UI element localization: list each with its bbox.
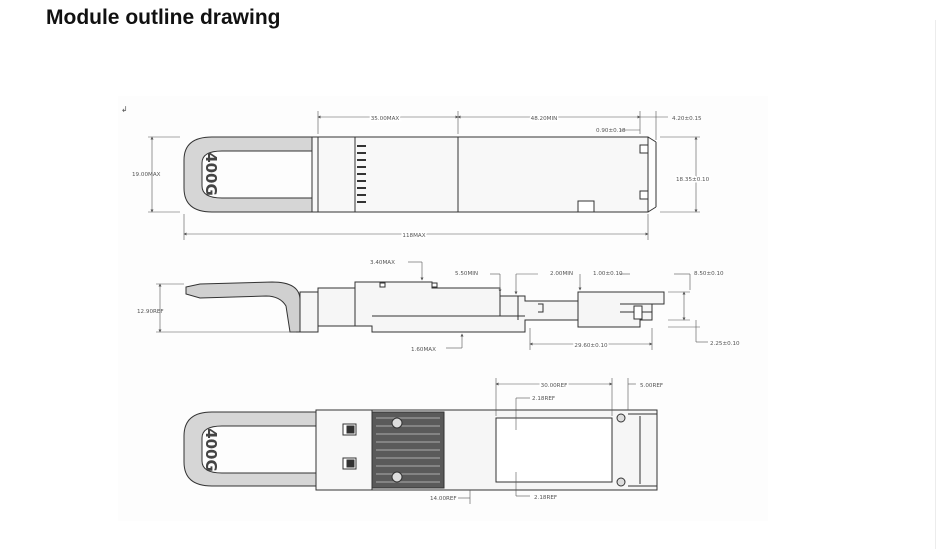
dim-29-60: 29.60±0.10 (574, 343, 608, 349)
side-view-housing (299, 281, 665, 333)
dim-1-60-max: 1.60MAX (411, 347, 436, 353)
top-view (183, 136, 657, 213)
top-view-slats (357, 145, 366, 203)
dim-35-max: 35.00MAX (371, 116, 400, 122)
dim-2-25: 2.25±0.10 (710, 341, 740, 347)
dim-14-ref: 14.00REF (430, 496, 457, 502)
bottom-view (183, 409, 658, 491)
side-view-pull-tab (185, 281, 301, 333)
dim-0-90: 0.90±0.18 (596, 128, 626, 134)
top-view-body (311, 136, 649, 213)
top-view-dimensions (148, 111, 700, 240)
side-view-dimensions (156, 261, 708, 350)
dim-3-40-max: 3.40MAX (370, 260, 395, 266)
dim-2-00-min: 2.00MIN (550, 271, 573, 277)
bottom-view-label-area (495, 417, 613, 483)
bottom-view-connector (315, 409, 373, 491)
side-view (185, 281, 665, 333)
paragraph-marker: ↲ (121, 105, 128, 114)
dim-30-ref: 30.00REF (541, 383, 568, 389)
dim-48-20-min: 48.20MIN (531, 116, 558, 122)
bottom-view-dimensions (458, 378, 636, 504)
dim-18-35: 18.35±0.10 (676, 177, 710, 183)
page-edge-rule (935, 20, 936, 549)
dim-12-90-ref: 12.90REF (137, 309, 164, 315)
page-title: Module outline drawing (46, 6, 281, 29)
dim-1-00: 1.00±0.10 (593, 271, 623, 277)
dim-4-20: 4.20±0.15 (672, 116, 702, 122)
dim-19-max: 19.00MAX (132, 172, 161, 178)
bottom-view-logo: 400G (202, 428, 220, 472)
dim-8-50: 8.50±0.10 (694, 271, 724, 277)
dim-2-18-ref-bottom: 2.18REF (534, 495, 557, 501)
dim-2-18-ref-top: 2.18REF (532, 396, 555, 402)
top-view-logo: 400G (202, 152, 220, 196)
dim-118-max: 118MAX (402, 233, 425, 239)
dim-5-50-min: 5.50MIN (455, 271, 478, 277)
dim-5-ref: 5.00REF (640, 383, 663, 389)
